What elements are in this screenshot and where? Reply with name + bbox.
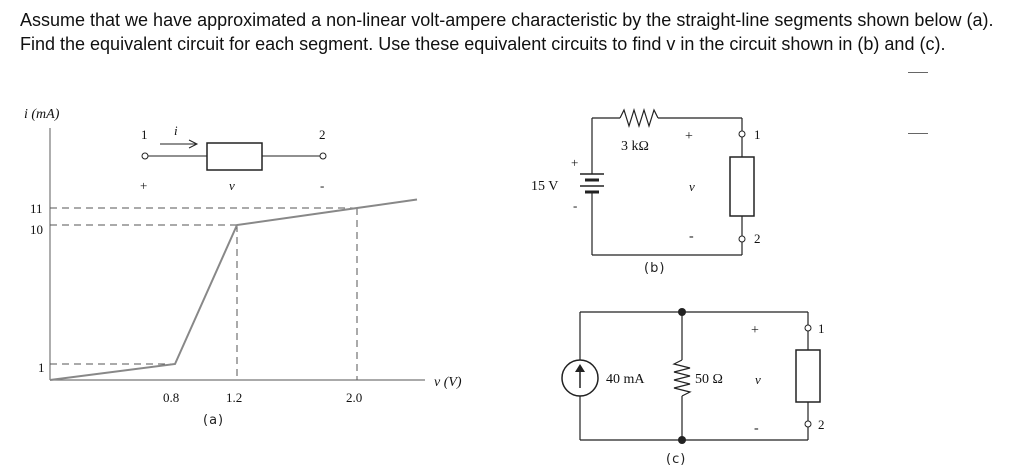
circuit-b-terminal-2: [738, 235, 746, 243]
element-box: [206, 142, 263, 171]
battery-label: 15 V: [531, 179, 558, 194]
circuit-c: 40 mA 50 Ω 1 2 + v - (c): [561, 308, 825, 467]
element-terminal-2-label: 2: [319, 127, 326, 142]
battery-15v: [580, 172, 604, 196]
resistor-50-label: 50 Ω: [695, 372, 723, 387]
resistor-3k-label: 3 kΩ: [621, 139, 649, 154]
circuit-b-terminal-2-label: 2: [754, 231, 761, 246]
dashed-guides: [50, 207, 358, 380]
graph-caption: (a): [203, 413, 224, 428]
characteristic-curve: [49, 198, 418, 381]
node-top: [678, 308, 686, 316]
circuit-c-wires: [579, 311, 809, 441]
circuit-c-plus: +: [751, 323, 759, 338]
graph-a: i (mA) 1 i 2 + v - 11 10: [24, 107, 462, 428]
circuit-b-terminal-1-label: 1: [754, 127, 761, 142]
resistor-3k: [619, 107, 659, 129]
current-source-label: 40 mA: [606, 372, 645, 387]
x-tick-1.2: 1.2: [226, 390, 242, 405]
circuit-b-wires: [591, 117, 743, 256]
circuit-c-caption: (c): [666, 452, 686, 467]
x-tick-2.0: 2.0: [346, 390, 362, 405]
circuit-c-terminal-1-label: 1: [818, 321, 825, 336]
y-axis-label: i (mA): [24, 107, 60, 122]
battery-minus: -: [573, 198, 577, 213]
element-sketch: 1 i 2 + v -: [140, 123, 327, 193]
y-tick-11: 11: [30, 201, 43, 216]
battery-plus: +: [571, 155, 578, 170]
circuit-c-terminal-1: [804, 324, 812, 332]
element-minus-label: -: [320, 178, 324, 193]
terminal-2-node: [319, 152, 327, 160]
margin-dash-mark: [908, 72, 928, 73]
current-source-arrowhead: [575, 364, 585, 372]
terminal-1-node: [141, 152, 149, 160]
circuit-b-element: [729, 156, 755, 217]
circuit-c-minus: -: [754, 421, 759, 436]
circuit-b-voltage: v: [689, 179, 695, 194]
circuit-b-plus: +: [685, 129, 693, 144]
x-tick-0.8: 0.8: [163, 390, 179, 405]
element-current-label: i: [174, 123, 178, 138]
circuit-c-voltage: v: [755, 372, 761, 387]
node-bottom: [678, 436, 686, 444]
element-plus-label: +: [140, 178, 147, 193]
element-terminal-1-label: 1: [141, 127, 148, 142]
circuit-b-terminal-1: [738, 130, 746, 138]
x-axis-label: v (V): [434, 375, 462, 390]
circuit-b-caption: (b): [644, 261, 665, 276]
y-tick-1: 1: [38, 360, 45, 375]
y-tick-10: 10: [30, 222, 43, 237]
current-arrow-head: [188, 139, 199, 149]
circuit-c-terminal-2-label: 2: [818, 417, 825, 432]
circuit-b: 3 kΩ + - 15 V 1 2 + v - (b): [531, 107, 761, 276]
circuit-c-element: [795, 349, 821, 403]
problem-statement: Assume that we have approximated a non-l…: [20, 10, 994, 54]
element-voltage-label: v: [229, 178, 235, 193]
circuit-c-terminal-2: [804, 420, 812, 428]
resistor-50: [672, 359, 692, 397]
margin-dash-mark: [908, 133, 928, 134]
circuit-b-minus: -: [689, 229, 694, 244]
